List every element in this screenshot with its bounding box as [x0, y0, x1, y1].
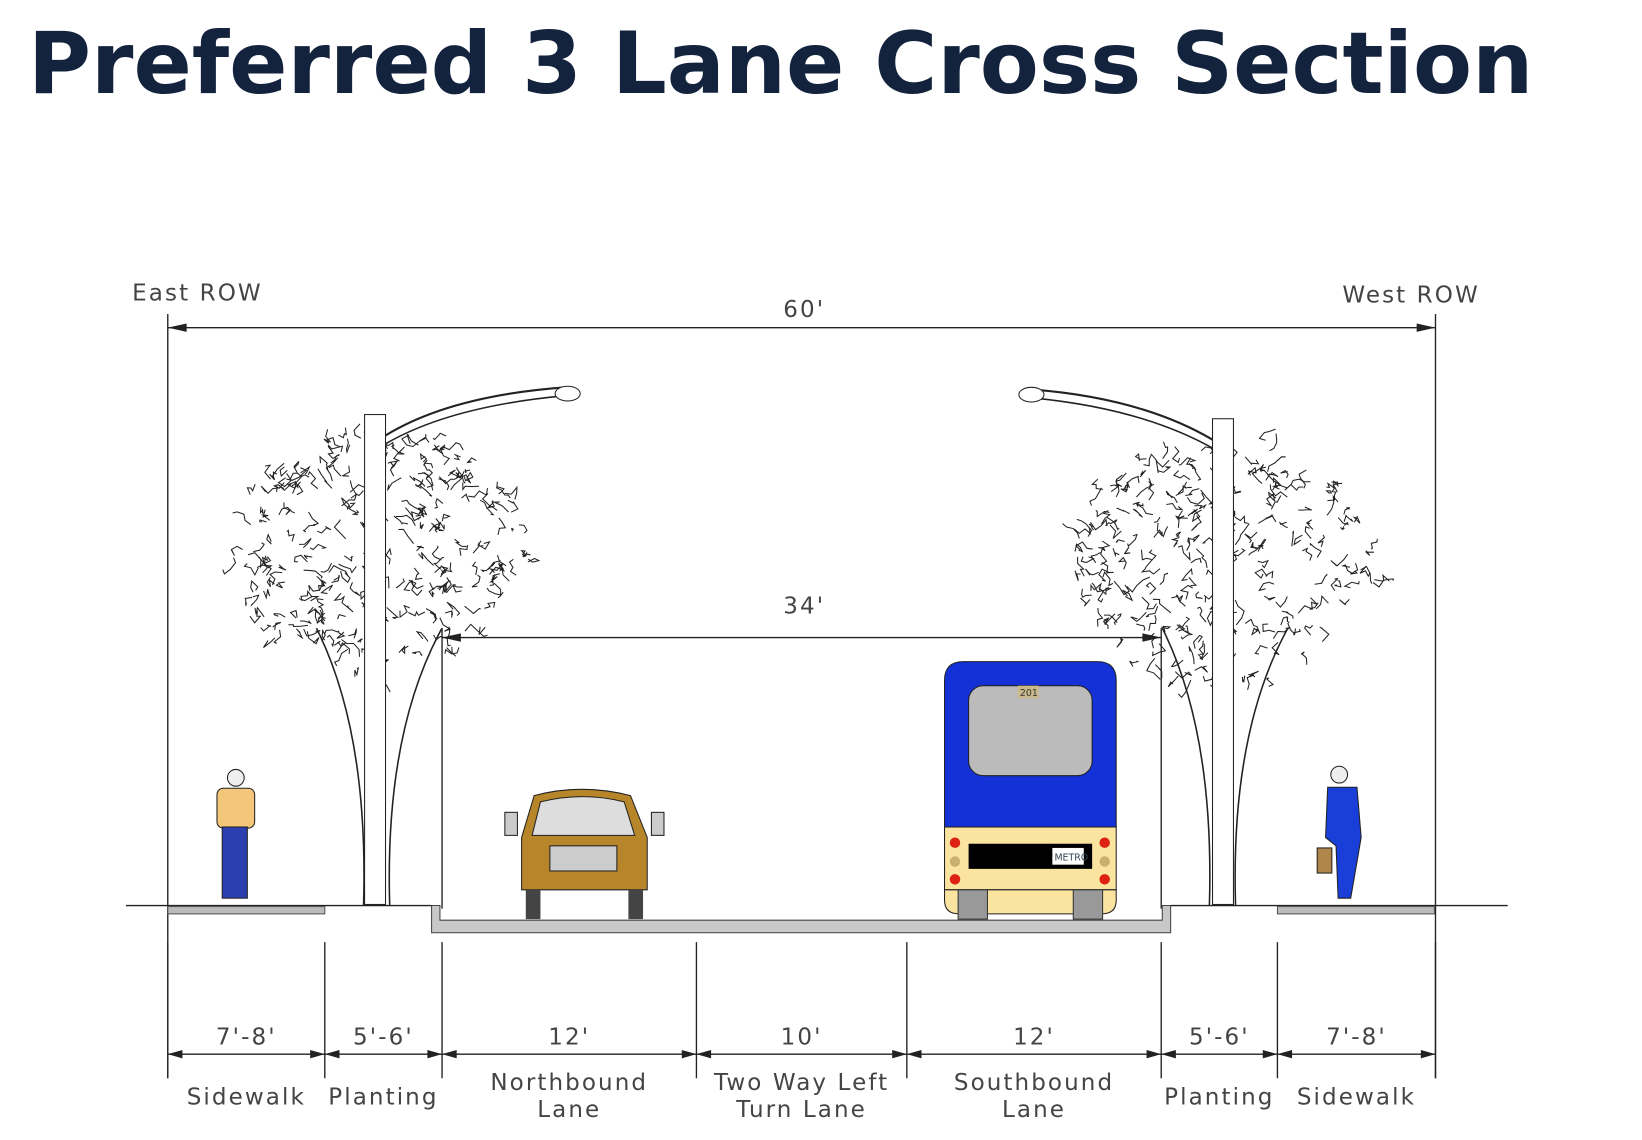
ground-profile [125, 904, 1508, 934]
overall-dimension: 60' [167, 297, 1436, 332]
segment-name-label: Two Way Left [713, 1070, 889, 1096]
segment-name-label: Northbound [490, 1070, 648, 1096]
page-title: Preferred 3 Lane Cross Section [28, 14, 1534, 114]
bus-route-sign [1017, 685, 1039, 699]
segment-name-label: Sidewalk [1297, 1084, 1416, 1110]
van [504, 788, 665, 920]
bus-logo: METRO [1054, 852, 1088, 863]
segment-0: 7'-8' Sidewalk [167, 1025, 325, 1110]
segment-name-label: Turn Lane [735, 1097, 867, 1123]
segment-6: 7'-8' Sidewalk [1277, 1025, 1436, 1110]
east-row-label: East ROW [132, 280, 263, 306]
segment-width-label: 10' [781, 1025, 823, 1051]
segment-dimensions: 7'-8'Sidewalk5'-6'Planting12'NorthboundL… [167, 942, 1437, 1123]
bus-route-number: 201 [1020, 688, 1038, 699]
segment-name-label: Lane [1002, 1097, 1066, 1123]
segment-name-label: Planting [328, 1084, 438, 1110]
pedestrian-east [216, 768, 256, 899]
street-trees [222, 423, 1395, 906]
pedestrian-west [1316, 765, 1362, 899]
segment-name-label: Lane [537, 1097, 601, 1123]
segment-width-label: 12' [1013, 1025, 1055, 1051]
segment-name-label: Southbound [954, 1070, 1114, 1096]
segment-width-label: 7'-8' [216, 1025, 277, 1051]
segment-width-label: 7'-8' [1326, 1025, 1387, 1051]
overall-width-label: 60' [783, 297, 825, 323]
segment-5: 5'-6' Planting [1161, 1025, 1278, 1110]
segment-name-label: Sidewalk [187, 1084, 306, 1110]
segment-width-label: 12' [548, 1025, 590, 1051]
tree-1 [1062, 428, 1395, 906]
segment-width-label: 5'-6' [1189, 1025, 1250, 1051]
segment-1: 5'-6' Planting [324, 1025, 443, 1110]
segment-name-label: Planting [1164, 1084, 1274, 1110]
segment-width-label: 5'-6' [353, 1025, 414, 1051]
street-light-east [364, 385, 581, 905]
bus: 201 METRO [944, 661, 1117, 920]
curb-width-label: 34' [783, 593, 825, 619]
west-row-label: West ROW [1342, 283, 1480, 309]
street-light-west [1018, 386, 1234, 905]
